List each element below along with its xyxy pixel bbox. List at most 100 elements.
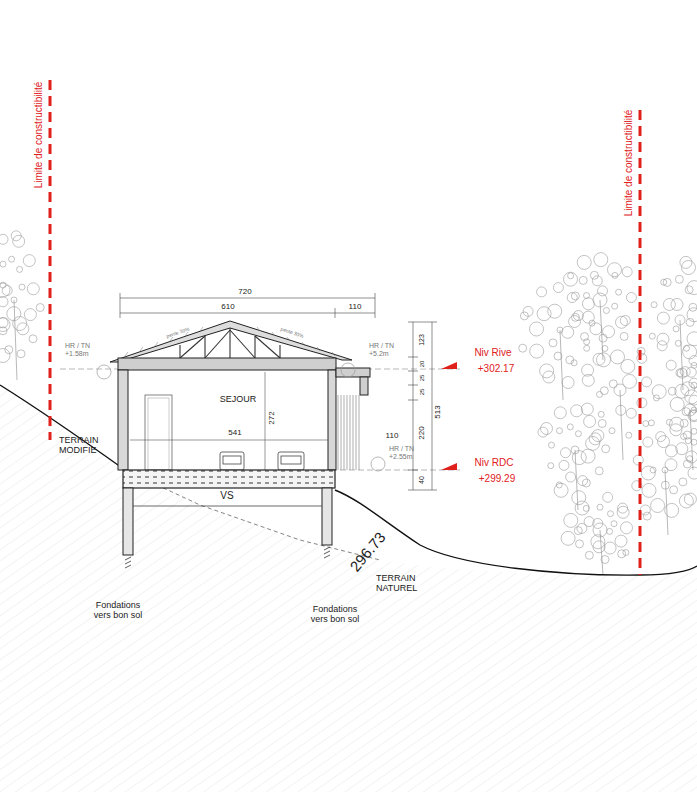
tree-leaf	[594, 253, 608, 267]
tree-leaf	[684, 345, 690, 351]
tree-leaf	[562, 377, 574, 389]
tree-leaf	[590, 323, 602, 335]
terrain-label: TERRAIN NATUREL	[376, 574, 440, 594]
tree-leaf	[680, 419, 688, 427]
tree-leaf	[676, 443, 688, 455]
level-name: Niv Rive	[473, 347, 512, 358]
tree-leaf	[618, 550, 626, 558]
tree-leaf	[571, 292, 579, 300]
dimension: 220	[418, 425, 427, 440]
tree-leaf	[576, 540, 584, 548]
tree-leaf	[597, 504, 603, 510]
room-name: SEJOUR	[220, 395, 257, 405]
tree-leaf	[595, 467, 603, 475]
tree-leaf	[615, 535, 627, 547]
tree-leaf	[572, 491, 586, 505]
screen-slat	[347, 395, 348, 470]
tree-leaf	[562, 326, 574, 338]
tree-leaf	[608, 263, 622, 277]
tree-leaf	[23, 255, 35, 267]
tree-leaf	[582, 311, 594, 323]
screen-slat	[356, 395, 357, 470]
tree-leaf	[592, 276, 602, 286]
tree-leaf	[622, 267, 632, 277]
tree-leaf	[538, 427, 548, 437]
tree-leaf	[9, 256, 15, 262]
tree-leaf	[582, 298, 594, 310]
tree-leaf	[689, 303, 697, 311]
screen-slat	[353, 395, 354, 470]
tree-leaf	[557, 428, 563, 434]
tree-leaf	[0, 261, 6, 267]
tree-leaf	[600, 387, 608, 395]
tree-leaf	[603, 308, 609, 314]
tree-leaf	[36, 304, 44, 312]
tree-leaf	[549, 339, 557, 347]
height-note: HR / TN +2.55m	[389, 445, 423, 460]
tree-leaf	[653, 395, 659, 401]
tree-leaf	[543, 371, 555, 383]
tree-leaf	[575, 431, 581, 437]
tree-leaf	[640, 505, 650, 515]
tree-leaf	[602, 445, 610, 453]
tree-leaf	[691, 362, 697, 368]
tree-leaf	[581, 403, 593, 415]
tree-leaf	[0, 349, 10, 363]
tree-leaf	[663, 278, 671, 286]
tree-leaf	[641, 466, 655, 480]
tree-leaf	[643, 512, 651, 520]
tree-leaf	[568, 273, 574, 279]
tree-leaf	[608, 511, 614, 517]
tree-leaf	[643, 437, 653, 447]
tree-leaf	[649, 333, 655, 339]
tree-leaf	[689, 395, 697, 405]
screen-slat	[338, 395, 339, 470]
tree-leaf	[577, 255, 591, 269]
tree-leaf	[607, 528, 613, 534]
tree-leaf	[530, 344, 544, 358]
tree-trunk	[620, 390, 623, 460]
tree-leaf	[626, 432, 632, 438]
slope-note: pente 30%	[280, 327, 304, 340]
limit-label: Limite de constructibilité	[33, 81, 44, 190]
dimension: 123	[418, 333, 426, 347]
tree-trunk	[14, 300, 17, 380]
tree-leaf	[687, 308, 697, 322]
tree-leaf	[575, 501, 589, 515]
tree-leaf	[593, 541, 605, 553]
dimension: 110	[385, 432, 400, 441]
tree-leaf	[658, 436, 670, 448]
tree-leaf	[657, 312, 669, 324]
tree-leaf	[689, 356, 697, 366]
screen-slat	[359, 395, 360, 470]
tree-leaf	[564, 272, 578, 286]
tree-leaf	[677, 368, 687, 378]
tree-leaf	[24, 309, 36, 321]
tree-leaf	[27, 283, 39, 295]
tree-leaf	[566, 356, 574, 364]
tree-leaf	[0, 318, 8, 328]
tree-leaf	[599, 334, 607, 342]
tree-leaf	[593, 353, 605, 365]
tree-leaf	[643, 421, 649, 427]
dimension: 610	[220, 303, 235, 312]
tree-leaf	[523, 306, 533, 316]
tree-leaf	[29, 335, 37, 343]
tree-leaf	[683, 431, 691, 439]
tree-leaf	[584, 345, 590, 351]
tree-leaf	[681, 382, 695, 396]
tree-leaf	[688, 410, 697, 422]
tree-leaf	[548, 463, 554, 469]
tree-trunk	[575, 450, 578, 510]
tree-leaf	[582, 374, 594, 386]
level-name: Niv RDC	[474, 457, 515, 468]
tree-leaf	[579, 276, 587, 284]
tree-leaf	[642, 483, 656, 497]
tree-trunk	[560, 330, 563, 400]
foundation-note: Fondations vers bon sol	[307, 605, 363, 625]
tree-leaf	[17, 266, 23, 272]
terrain-label: TERRAIN MODIFIE	[59, 436, 121, 456]
dimension: 272	[268, 410, 277, 425]
dimension: 720	[237, 288, 252, 297]
